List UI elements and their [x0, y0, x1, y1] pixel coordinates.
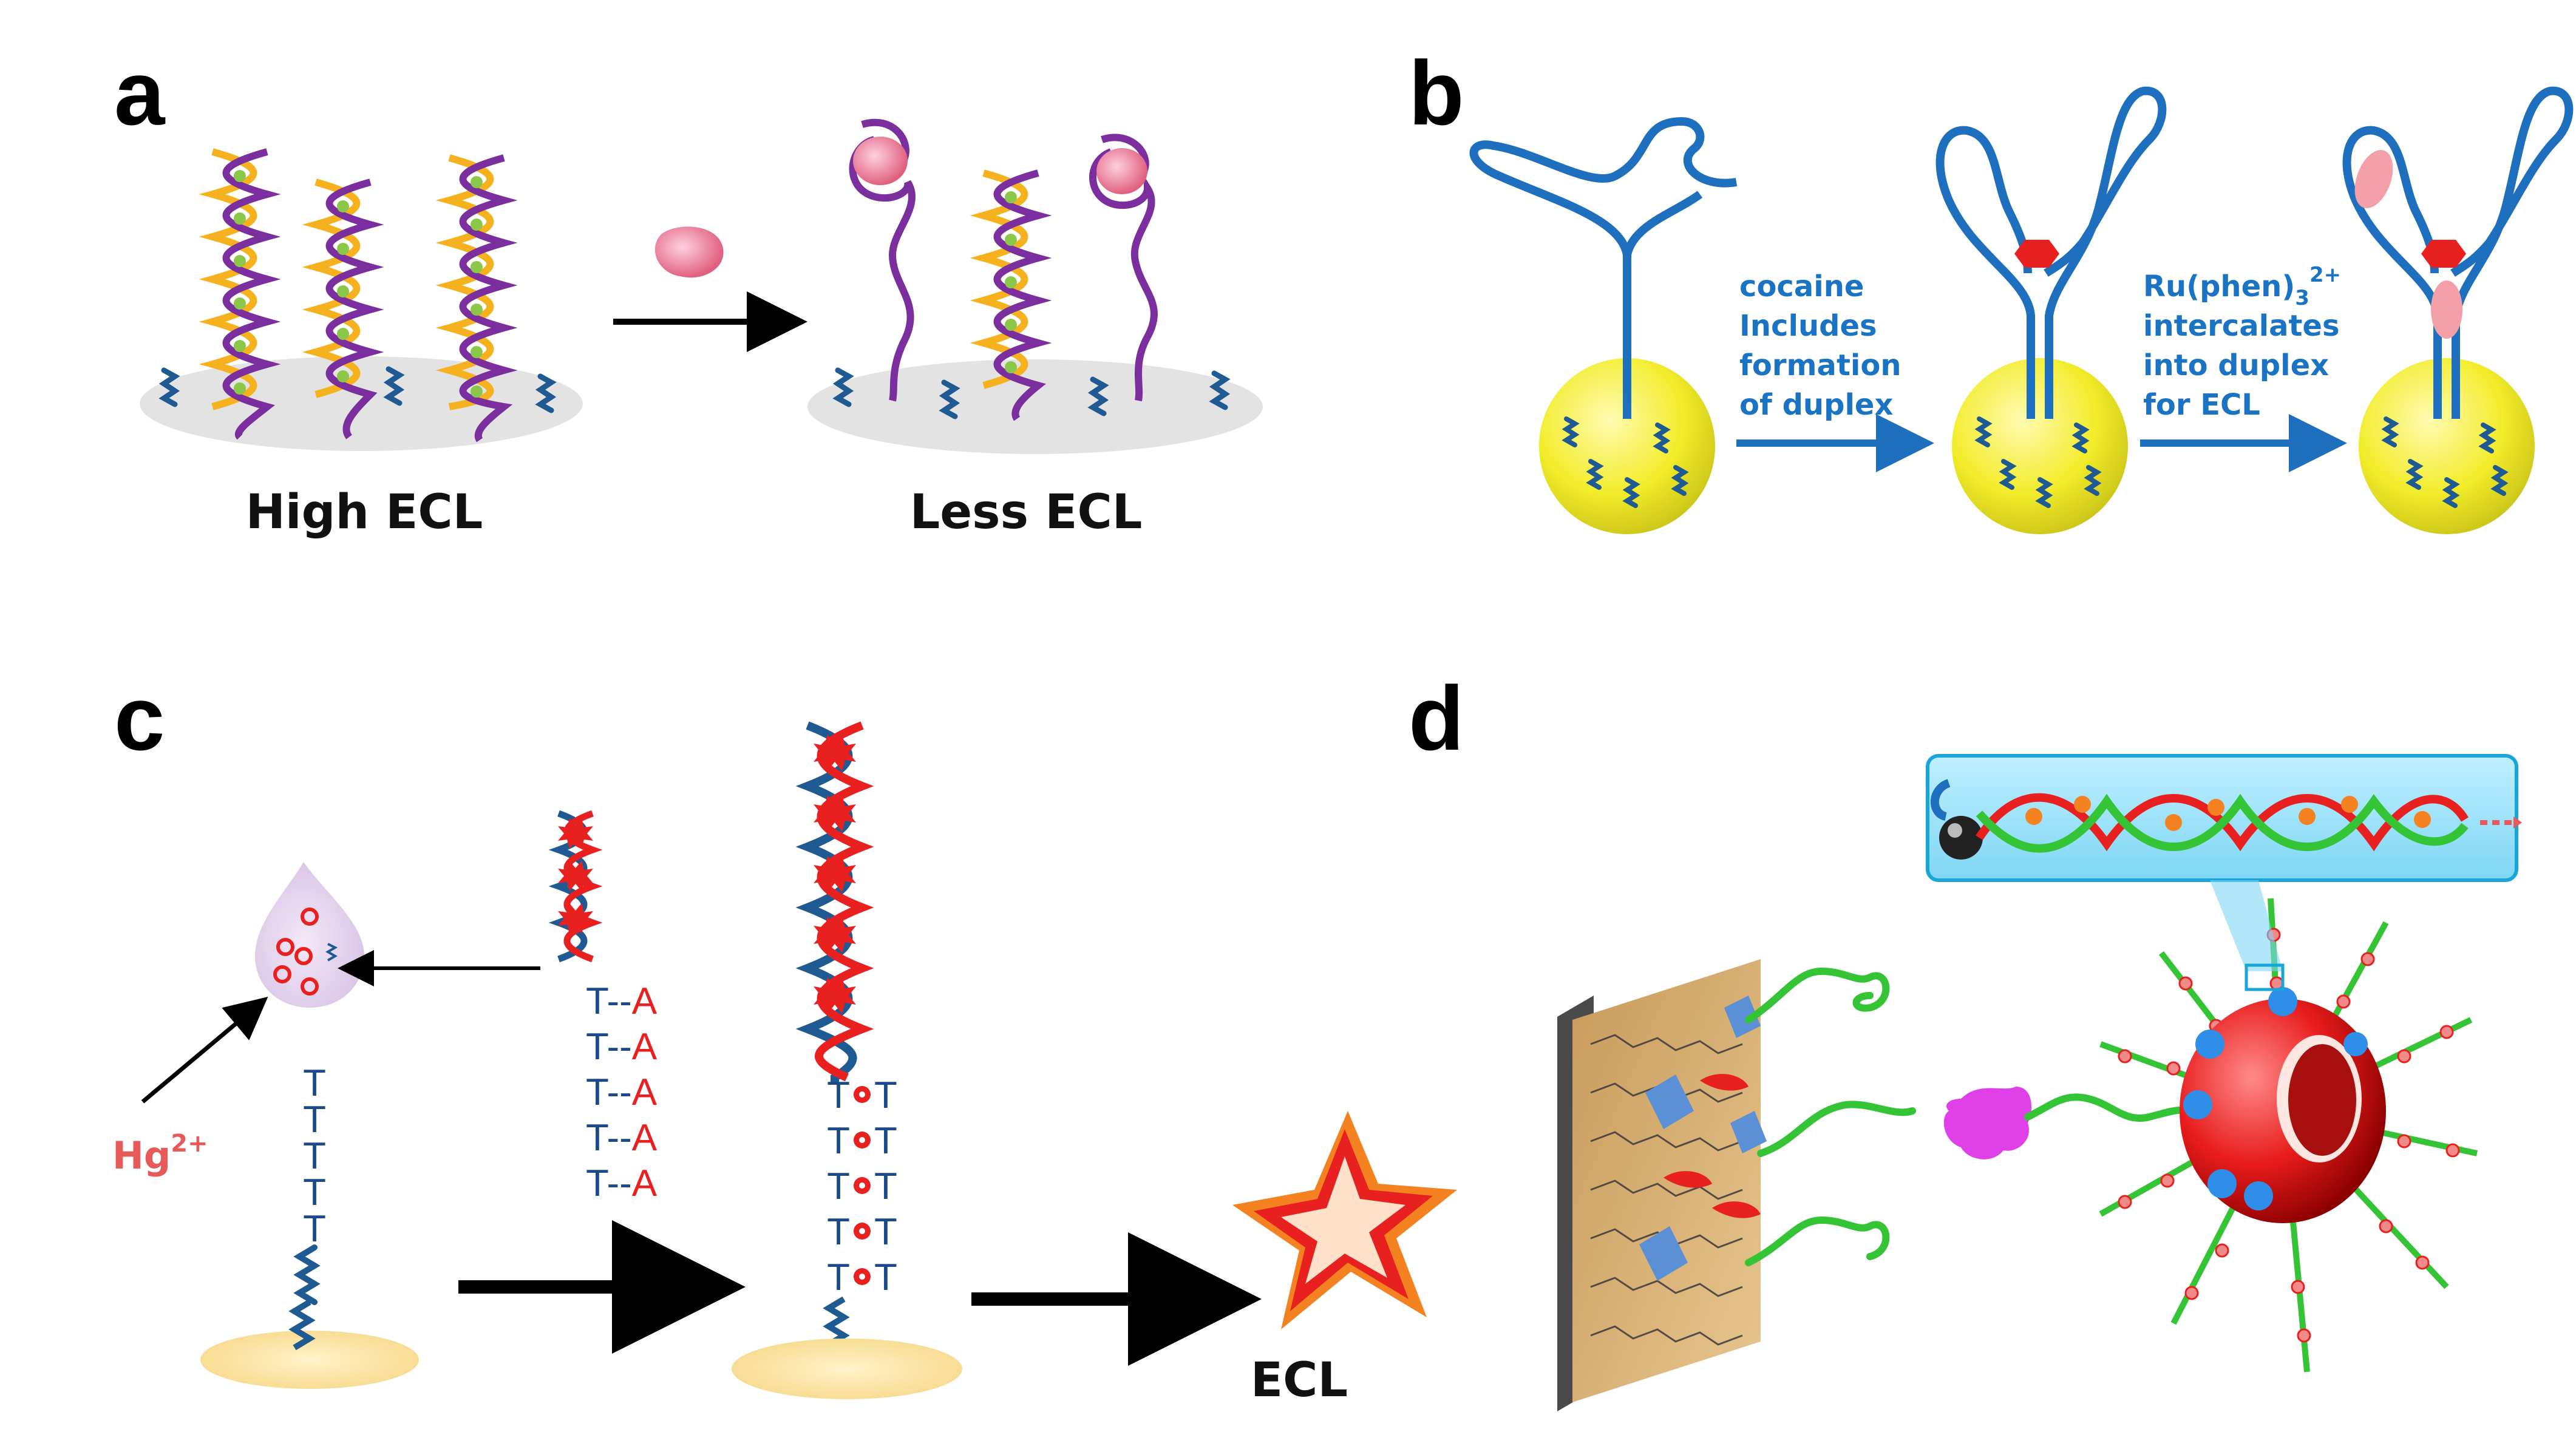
- panel-b-ru-complex-2: [2431, 280, 2462, 339]
- panel-b-step2-line-2: intercalates: [2143, 309, 2340, 343]
- panel-a-right-caption: Less ECL: [910, 485, 1143, 540]
- panel-b-step1-line-4: of duplex: [1739, 388, 1893, 422]
- panel-c-ecl-burst: [1232, 1111, 1457, 1329]
- panel-d-target-analyte: [1943, 1087, 2031, 1159]
- panel-a-target-molecule: [654, 226, 724, 278]
- panel-c-poly-t-5: T: [303, 1208, 326, 1250]
- panel-b-step1-note: cocaine Includes formation of duplex: [1739, 270, 1901, 422]
- panel-b-cocaine-marker-2: [2421, 240, 2466, 268]
- panel-c-probe-helix: [548, 810, 603, 963]
- panel-c: c Hg2+ T--A T--A T--A T--A T--A: [112, 667, 1457, 1408]
- panel-c-letter: c: [114, 667, 165, 769]
- panel-c-electrode-1: [200, 1331, 419, 1389]
- panel-b-step2-line-3: into duplex: [2143, 348, 2329, 382]
- panel-a-right-folded-aptamer-2: [1089, 134, 1158, 402]
- panel-a: a High ECL: [114, 42, 1263, 540]
- panel-c-thg-right-2: T: [874, 1120, 897, 1162]
- panel-c-ta-row-3: T--A: [586, 1071, 658, 1113]
- panel-c-ta-row-4: T--A: [586, 1117, 658, 1159]
- panel-c-complex-helix: [795, 721, 874, 1084]
- panel-c-poly-t-3: T: [303, 1135, 326, 1177]
- panel-b-step2-line-4: for ECL: [2143, 388, 2260, 422]
- panel-c-thg-left-5: T: [827, 1257, 850, 1298]
- panel-c-poly-t-1: T: [303, 1062, 326, 1104]
- panel-b-bead-2: [1935, 86, 2167, 534]
- panel-b-bead-1: [1469, 117, 1738, 534]
- panel-c-ta-row-1: T--A: [586, 980, 658, 1022]
- panel-b: b cocaine Includes formation of duplex R…: [1409, 42, 2574, 534]
- panel-c-thg-left-2: T: [827, 1120, 850, 1162]
- panel-c-ion-label: Hg2+: [112, 1130, 208, 1178]
- panel-c-hg-arrow: [141, 997, 268, 1104]
- panel-b-bead-3: [2342, 86, 2574, 534]
- panel-c-thg-left-3: T: [827, 1166, 850, 1207]
- panel-c-sample-droplet: [255, 862, 364, 1008]
- panel-b-step2-note: Ru(phen)32+ intercalates into duplex for…: [2143, 263, 2341, 422]
- panel-c-output-label: ECL: [1251, 1353, 1348, 1408]
- panel-b-cocaine-marker-1: [2014, 240, 2059, 268]
- panel-b-ru-complex-1: [2354, 150, 2393, 208]
- panel-c-thg-left-4: T: [827, 1211, 850, 1253]
- panel-d-nanosphere: [2099, 898, 2478, 1373]
- panel-a-letter: a: [114, 42, 166, 144]
- panel-c-poly-t-strand: T T T T T: [293, 1062, 326, 1305]
- panel-b-step1-line-2: Includes: [1739, 309, 1877, 343]
- panel-c-poly-t-4: T: [303, 1172, 326, 1213]
- panel-d-letter: d: [1409, 667, 1464, 769]
- panel-a-right-duplex: [970, 169, 1052, 421]
- panel-b-step1-line-3: formation: [1739, 348, 1901, 382]
- panel-d-signal-probe-linker: [2024, 1093, 2214, 1122]
- panel-c-thg-pairs: T T T T T T T T T T: [823, 1074, 897, 1357]
- panel-c-thg-right-1: T: [874, 1074, 897, 1116]
- panel-c-ta-row-5: T--A: [586, 1162, 658, 1204]
- panel-d-electrode-board: [1557, 959, 1767, 1411]
- panel-a-right-surface: [807, 359, 1263, 454]
- panel-b-step1-line-1: cocaine: [1739, 270, 1864, 304]
- panel-c-thg-left-1: T: [827, 1074, 850, 1116]
- panel-a-left-helices: [199, 148, 518, 443]
- panel-c-ta-row-2: T--A: [586, 1026, 658, 1068]
- panel-d-capture-probes: [1745, 967, 1916, 1266]
- panel-b-step2-line-1: Ru(phen)32+: [2143, 263, 2341, 310]
- panel-d-zoom-inset: [1926, 754, 2522, 991]
- panel-c-thg-right-5: T: [874, 1257, 897, 1298]
- panel-a-right-folded-aptamer-1: [849, 118, 916, 402]
- panel-a-left-caption: High ECL: [246, 485, 483, 540]
- panel-c-thg-right-4: T: [874, 1211, 897, 1253]
- panel-c-electrode-2: [732, 1339, 962, 1399]
- panel-c-ta-pairs: T--A T--A T--A T--A T--A: [586, 980, 658, 1204]
- panel-c-thg-right-3: T: [874, 1166, 897, 1207]
- panel-d: d: [1409, 667, 2522, 1411]
- panel-c-poly-t-2: T: [303, 1099, 326, 1141]
- panel-b-letter: b: [1409, 42, 1464, 144]
